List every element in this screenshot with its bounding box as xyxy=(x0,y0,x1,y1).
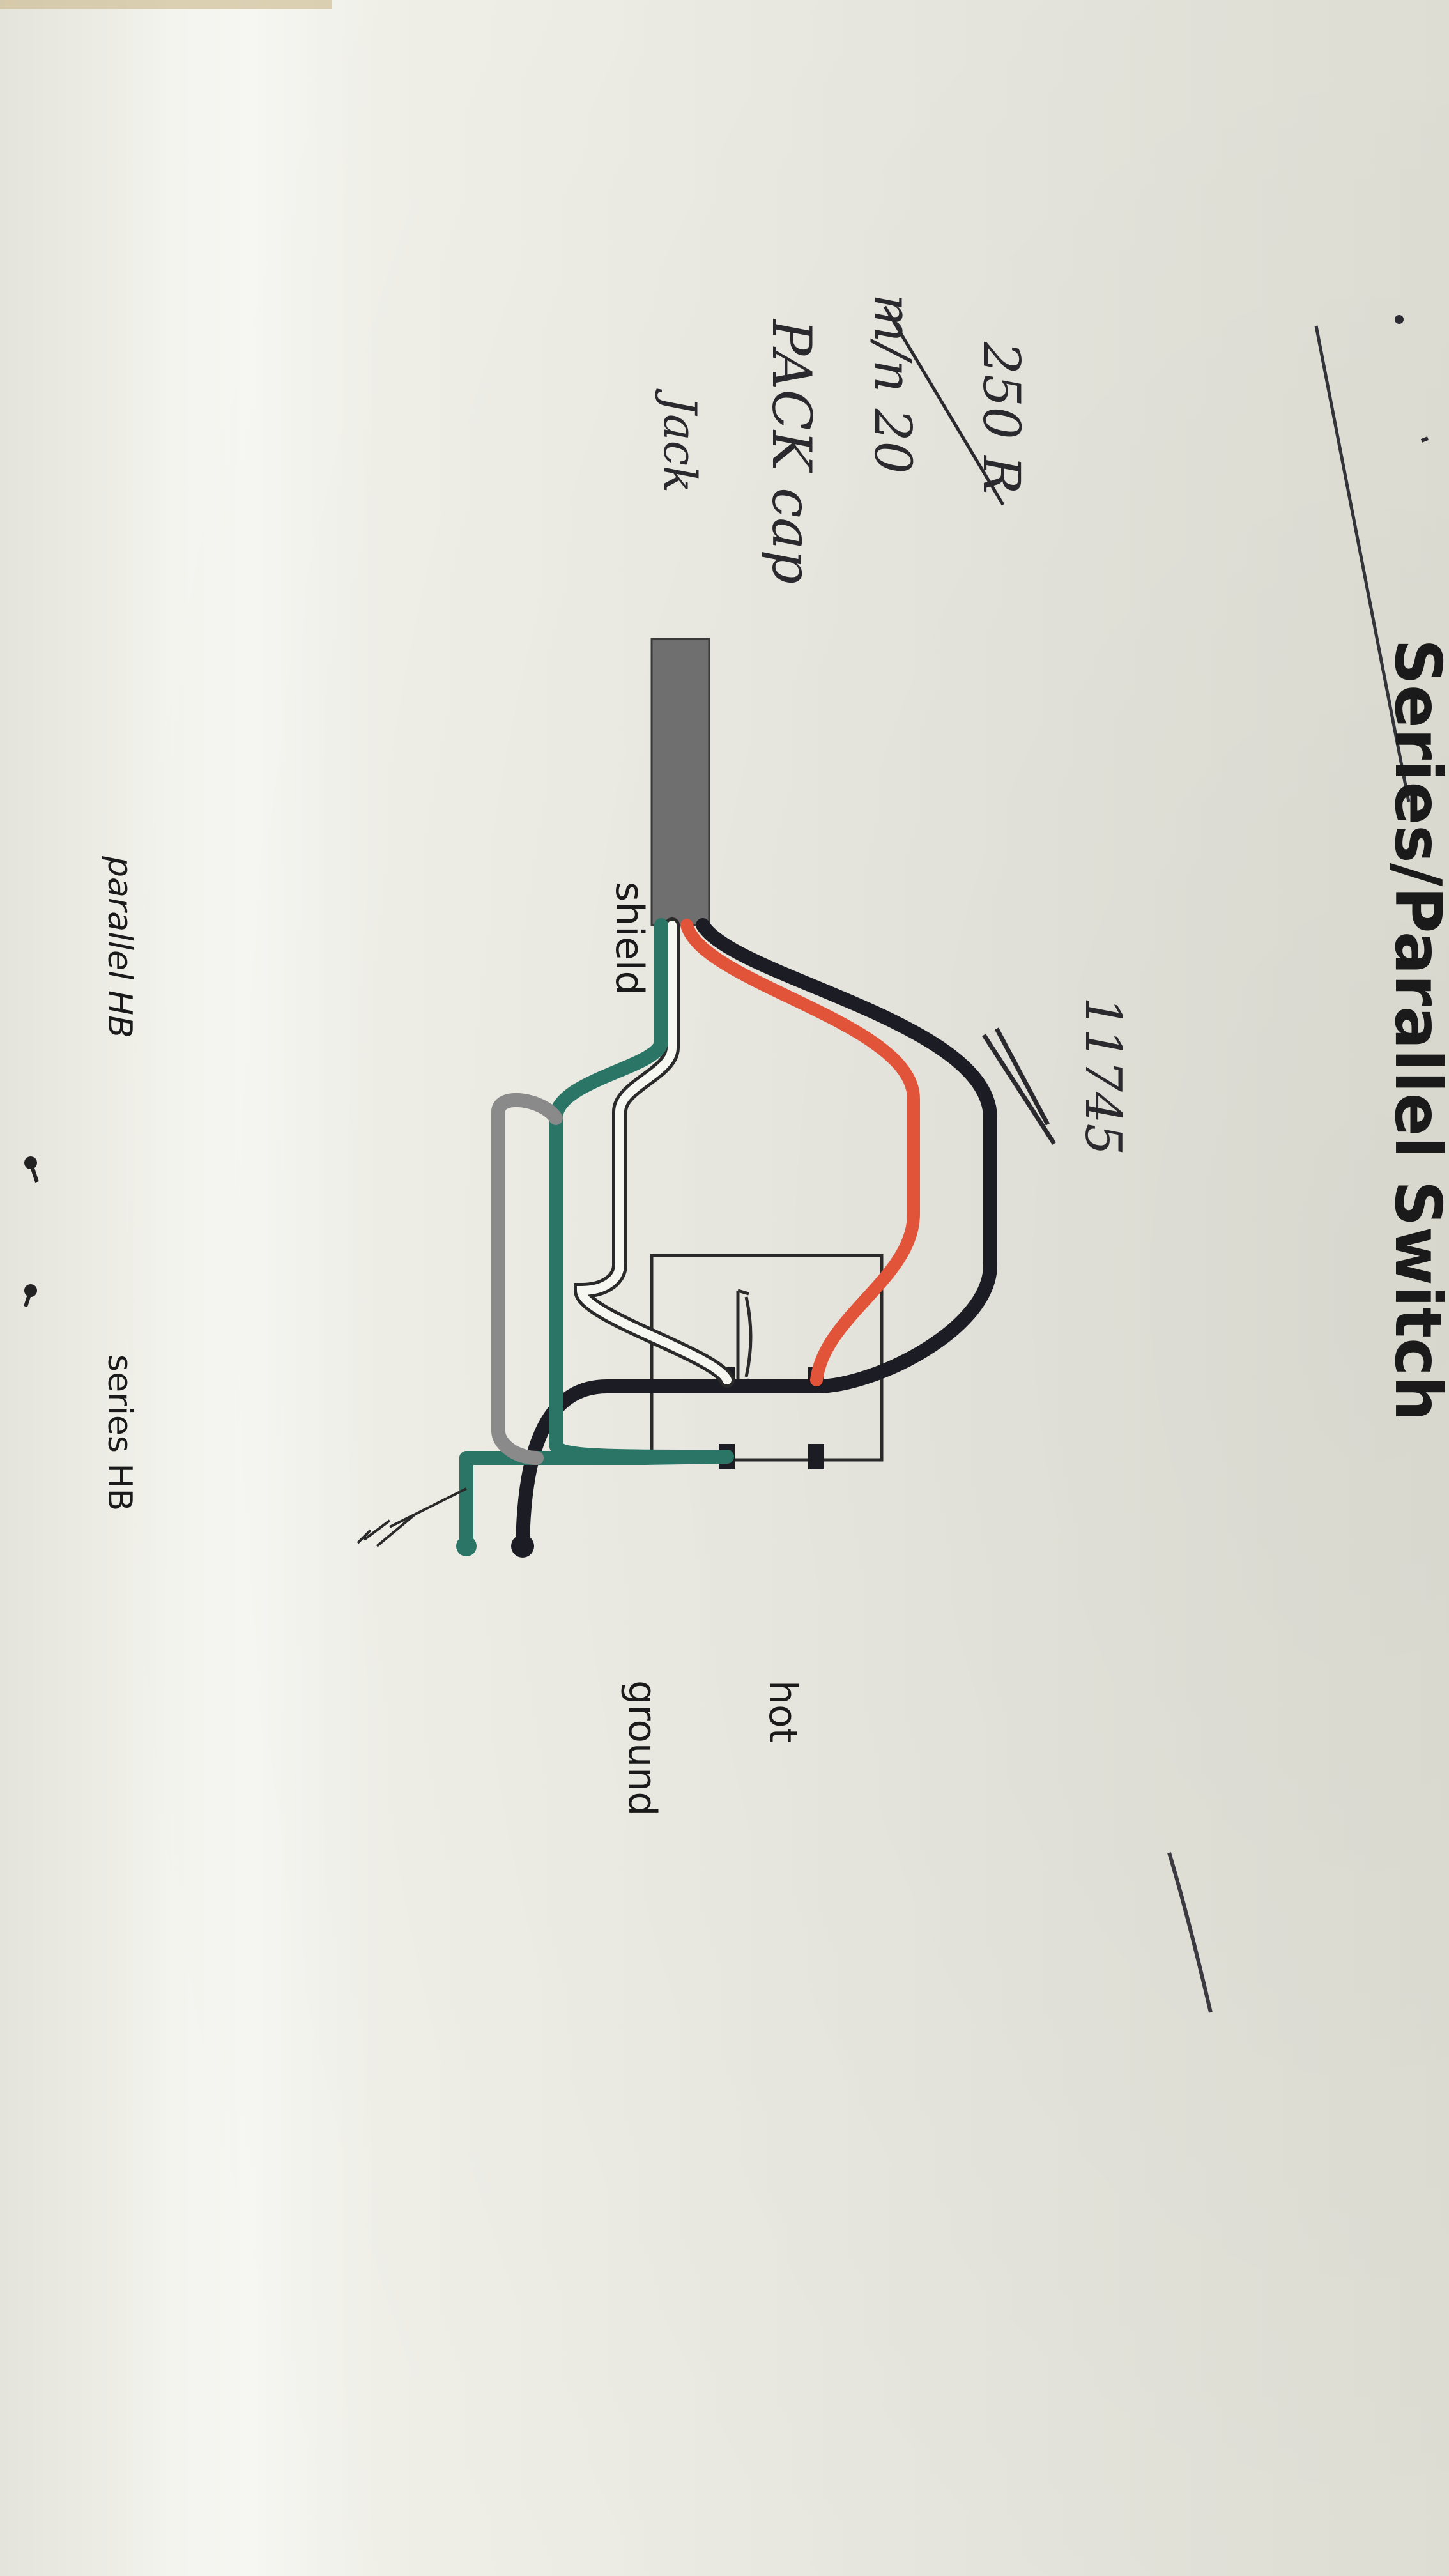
parallel-hb-label: parallel HB xyxy=(100,855,139,1038)
lug-3 xyxy=(808,1444,824,1469)
ground-symbol xyxy=(356,1487,467,1547)
ground-terminal xyxy=(456,1536,477,1556)
note-number-scribble xyxy=(982,1027,1056,1145)
switch-body xyxy=(650,1254,884,1462)
paper-glare xyxy=(115,0,383,2576)
hot-text: hot xyxy=(760,1680,805,1743)
note-pack-cap: PACK cap xyxy=(760,318,823,584)
pen-tick xyxy=(1420,436,1429,443)
pen-stroke-right xyxy=(1167,1852,1213,2013)
note-fraction-line xyxy=(883,305,1005,506)
printed-labels: shield hot ground parallel HB series HB xyxy=(100,855,805,1816)
wire-white-core xyxy=(576,921,732,1384)
wire-red xyxy=(680,919,920,1386)
diagram-title: Series/Parallel Switch xyxy=(1381,639,1449,1422)
note-model: m/n 20 xyxy=(863,294,923,474)
switch-lever-arc xyxy=(744,1296,753,1377)
top-edge-shadow xyxy=(0,0,332,9)
mark-line-1 xyxy=(29,1162,39,1183)
note-number: 11745 xyxy=(1074,997,1131,1155)
hot-terminal xyxy=(511,1535,534,1558)
pen-stroke-top xyxy=(1314,325,1411,802)
note-jack: Jack xyxy=(654,388,706,493)
wire-gray-left xyxy=(491,1092,563,1125)
ground-text: ground xyxy=(620,1680,664,1816)
handwritten-notes: 250 R m/n 20 PACK cap Jack 11745 xyxy=(654,294,1131,1155)
series-hb-label: series HB xyxy=(100,1354,139,1511)
mark-line-2 xyxy=(24,1290,33,1307)
bottom-marks xyxy=(24,1156,39,1307)
note-resistance: 250 R xyxy=(972,341,1031,494)
cable-jacket xyxy=(650,638,710,926)
wire-gray xyxy=(491,1105,544,1465)
shield-label: shield xyxy=(607,882,652,995)
wiring-diagram: Series/Parallel Switch hot xyxy=(356,638,1449,1558)
pen-dot xyxy=(1395,315,1404,324)
